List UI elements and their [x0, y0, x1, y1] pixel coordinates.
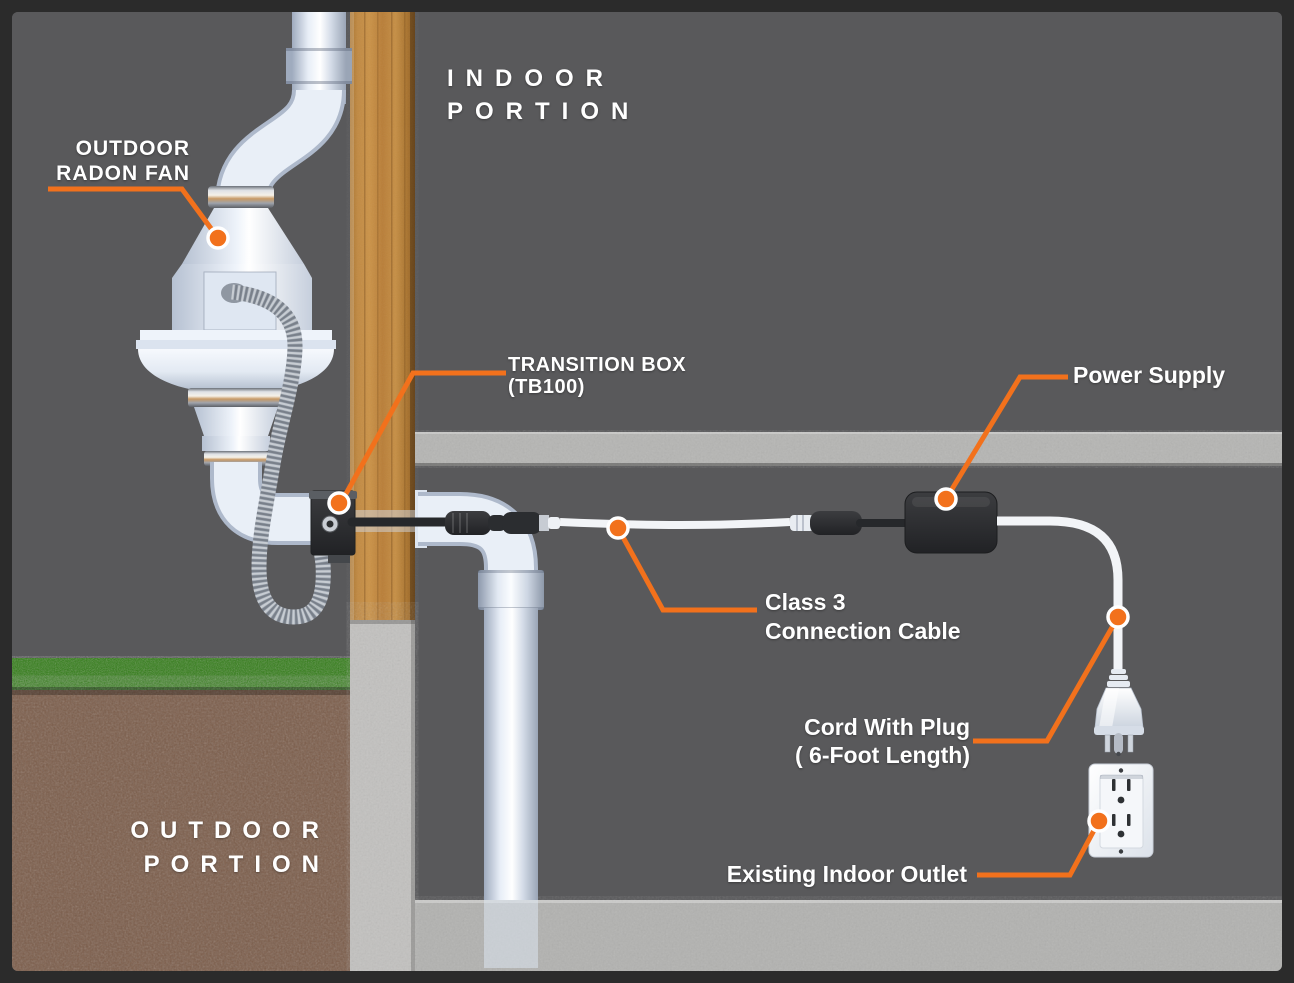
pipe-below-slab — [484, 900, 538, 968]
leader-class3-cable — [615, 526, 757, 613]
label-transition-box: TRANSITION BOX (TB100) — [508, 354, 686, 398]
label-line: Power Supply — [1073, 362, 1226, 388]
callout-dot-transition-box — [327, 491, 351, 515]
flexible-conduit — [231, 284, 331, 625]
leader-power-supply — [943, 374, 1068, 501]
leader-cord-with-plug — [973, 615, 1121, 744]
label-line: TRANSITION BOX — [508, 354, 687, 376]
power-cord — [997, 516, 1123, 672]
callout-dot-cord-with-plug — [1106, 605, 1130, 629]
existing-indoor-outlet — [1088, 763, 1154, 858]
label-line: (TB100) — [508, 376, 585, 398]
pipe-coupling — [286, 48, 352, 84]
label-line: OUTDOOR — [130, 817, 330, 844]
label-line: INDOOR — [447, 65, 615, 92]
clamp-band — [188, 388, 284, 407]
pipe-coupling — [478, 570, 544, 610]
callout-dots — [206, 226, 1130, 833]
label-power-supply: Power Supply — [1073, 362, 1225, 389]
label-line: Existing Indoor Outlet — [726, 861, 967, 887]
label-outdoor-radon-fan: OUTDOOR RADON FAN — [56, 136, 190, 186]
grass-strip — [12, 658, 350, 690]
vertical-pipe — [484, 608, 538, 900]
callout-leader-lines — [48, 186, 1121, 878]
label-line: Class 3 — [765, 589, 846, 615]
class3-connection-cable — [559, 518, 791, 529]
fan-rim-lower — [136, 340, 336, 349]
callout-dot-indoor-outlet — [1087, 809, 1111, 833]
callout-dot-power-supply — [934, 487, 958, 511]
pipe-s-bend — [215, 87, 346, 205]
cable-connector — [445, 511, 560, 535]
clamp-band — [208, 186, 274, 208]
label-class3-connection-cable: Class 3 Connection Cable — [765, 588, 961, 646]
diagram-artwork — [12, 12, 1282, 971]
label-outdoor-portion: OUTDOOR PORTION — [130, 814, 330, 882]
concrete-rim-joist — [415, 432, 1282, 466]
label-line: RADON FAN — [56, 162, 190, 185]
power-plug — [1094, 669, 1144, 757]
label-line: ( 6-Foot Length) — [794, 742, 970, 768]
label-line: PORTION — [447, 98, 641, 125]
concrete-floor-slab — [415, 900, 1282, 971]
callout-dot-class3-cable — [606, 516, 630, 540]
fan-outlet-step — [202, 436, 270, 451]
label-line: Connection Cable — [765, 618, 961, 644]
label-line: OUTDOOR — [75, 137, 190, 160]
outdoor-radon-fan-illustration — [136, 12, 357, 625]
leader-transition-box — [339, 370, 506, 503]
cable-connector — [790, 511, 911, 535]
wiring-run — [347, 491, 1154, 858]
fan-outlet-elbow — [210, 462, 315, 545]
label-existing-indoor-outlet: Existing Indoor Outlet — [727, 861, 967, 888]
radon-fan-wiring-diagram: INDOOR PORTION OUTDOOR PORTION OUTDOOR R… — [12, 12, 1282, 971]
leader-radon-fan — [48, 186, 221, 240]
leader-indoor-outlet — [977, 819, 1102, 878]
label-line: PORTION — [143, 851, 330, 878]
soil-ground — [12, 690, 350, 971]
fan-inlet-funnel — [182, 208, 304, 264]
label-indoor-portion: INDOOR PORTION — [447, 62, 640, 128]
fan-reducer — [194, 407, 278, 436]
fan-rim-upper — [140, 330, 332, 340]
label-cord-with-plug: Cord With Plug ( 6-Foot Length) — [795, 713, 970, 769]
callout-dot-radon-fan — [206, 226, 230, 250]
concrete-foundation-wall — [350, 620, 415, 971]
label-line: Cord With Plug — [804, 714, 970, 740]
